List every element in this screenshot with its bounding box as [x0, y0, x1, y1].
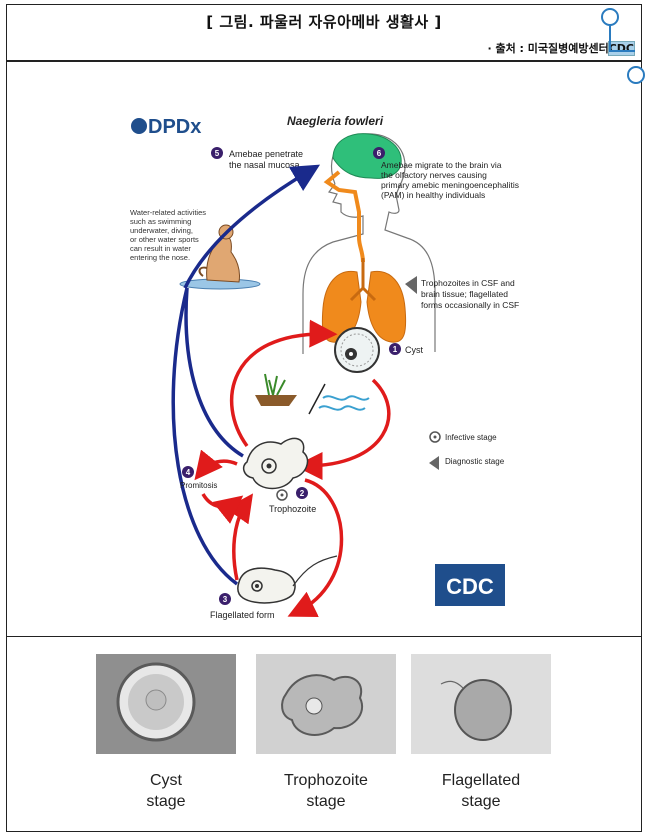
dpdx-logo-text: DPDx: [148, 116, 201, 138]
legend-diagnostic-icon: [429, 456, 439, 470]
caption-cyst: Cyst stage: [91, 770, 241, 812]
caption-flagellated-line-1: Flagellated: [441, 772, 521, 789]
step-5-line-2: the nasal mucosa: [229, 160, 300, 170]
diagnostic-icon: [405, 276, 417, 294]
step-3-label: Flagellated form: [210, 610, 275, 620]
caption-cyst-line-1: Cyst: [150, 772, 182, 789]
trophozoite-photo-art: [256, 654, 396, 754]
step-2-label: Trophozoite: [269, 504, 316, 514]
legend-diagnostic-label: Diagnostic stage: [445, 457, 505, 466]
water-note-2: such as swimming: [130, 217, 191, 226]
flagellate-illustration: [237, 555, 338, 604]
step-6-line-3: primary amebic meningoencephalitis: [381, 180, 519, 190]
water-note-3: underwater, diving,: [130, 226, 193, 235]
photo-trophozoite: [256, 654, 396, 754]
figure-title: [ 그림. 파울러 자유아메바 생활사 ]: [206, 13, 442, 31]
water-note-4: or other water sports: [130, 235, 199, 244]
red-arrow-troph-to-flag: [287, 478, 344, 617]
source-highlight[interactable]: CDC: [607, 41, 636, 56]
step-2-badge: [296, 487, 308, 499]
section-divider-2: [6, 636, 642, 637]
water-note-1: Water-related activities: [130, 208, 206, 217]
comment-marker-icon[interactable]: [601, 8, 619, 26]
step-4-label: Promitosis: [180, 481, 217, 490]
cyst-photo-art: [96, 654, 236, 754]
trophozoite-illustration: [242, 437, 309, 490]
step-1-number: 1: [393, 345, 398, 354]
photo-cyst: [96, 654, 236, 754]
blue-arrow-from-flagellate: [171, 287, 239, 586]
step-3-badge: [219, 593, 231, 605]
red-arrow-cyst-to-troph: [294, 378, 391, 480]
cyst-illustration: [334, 327, 380, 373]
step-6-line-1: Amebae migrate to the brain via: [381, 160, 502, 170]
brain-shape: [332, 133, 402, 179]
environment-illustration: [255, 373, 370, 415]
photo-flagellated: [411, 654, 551, 754]
diagram-title: Naegleria fowleri: [287, 114, 384, 128]
caption-trophozoite-line-2: stage: [306, 793, 346, 810]
csf-note-3: forms occasionally in CSF: [421, 300, 519, 310]
comment-connector-2: [609, 50, 635, 52]
step-5-number: 5: [215, 149, 220, 158]
comment-anchor-icon[interactable]: [627, 66, 645, 84]
step-5-line-1: Amebae penetrate: [229, 149, 303, 159]
lung-right: [366, 270, 407, 343]
step-4-number: 4: [186, 468, 191, 477]
blue-arrow-from-trophozoite: [184, 287, 244, 458]
cdc-logo: CDC: [435, 564, 505, 606]
step-5-badge: [211, 147, 223, 159]
legend-infective-label: Infective stage: [445, 433, 497, 442]
step-3-number: 3: [223, 595, 228, 604]
source-prefix: · 출처 : 미국질병예방센터: [487, 42, 609, 55]
step-1-label: Cyst: [405, 345, 423, 355]
step-2-number: 2: [300, 489, 305, 498]
cdc-logo-text: CDC: [446, 574, 494, 599]
figure-header: [ 그림. 파울러 자유아메바 생활사 ] · 출처 : 미국질병예방센터CDC: [6, 4, 642, 61]
step-1-badge: [389, 343, 401, 355]
flagellated-photo-art: [411, 654, 551, 754]
comment-connector: [609, 22, 611, 52]
csf-note-2: brain tissue; flagellated: [421, 289, 508, 299]
csf-note-1: Trophozoites in CSF and: [421, 278, 515, 288]
caption-flagellated: Flagellated stage: [406, 770, 556, 812]
figure-frame: [6, 4, 642, 832]
water-note-5: can result in water: [130, 244, 191, 253]
step-6-badge: [373, 147, 385, 159]
red-arrow-troph-to-cyst: [229, 319, 338, 448]
blue-arrow-to-nose: [183, 164, 321, 289]
step-6-line-2: the olfactory nerves causing: [381, 170, 487, 180]
infective-icon: [276, 489, 288, 501]
caption-trophozoite: Trophozoite stage: [251, 770, 401, 812]
red-arrow-promitosis-out: [201, 493, 244, 524]
step-6-number: 6: [377, 149, 382, 158]
section-divider: [6, 61, 642, 62]
caption-trophozoite-line-1: Trophozoite: [284, 772, 368, 789]
red-arrow-promitosis-in: [194, 449, 238, 481]
step-4-badge: [182, 466, 194, 478]
olfactory-path: [323, 170, 365, 263]
life-cycle-diagram: DPDx Naegleria fowleri 5 Amebae penetrat…: [130, 114, 519, 620]
red-arrow-flag-to-troph: [225, 493, 254, 581]
source-line: · 출처 : 미국질병예방센터CDC: [487, 40, 636, 56]
water-note-6: entering the nose.: [130, 253, 190, 262]
caption-cyst-line-2: stage: [146, 793, 186, 810]
trachea: [349, 258, 377, 302]
caption-flagellated-line-2: stage: [461, 793, 501, 810]
legend-infective-icon: [429, 431, 441, 443]
step-6-line-4: (PAM) in healthy individuals: [381, 190, 485, 200]
dpdx-logo: DPDx: [131, 116, 201, 138]
